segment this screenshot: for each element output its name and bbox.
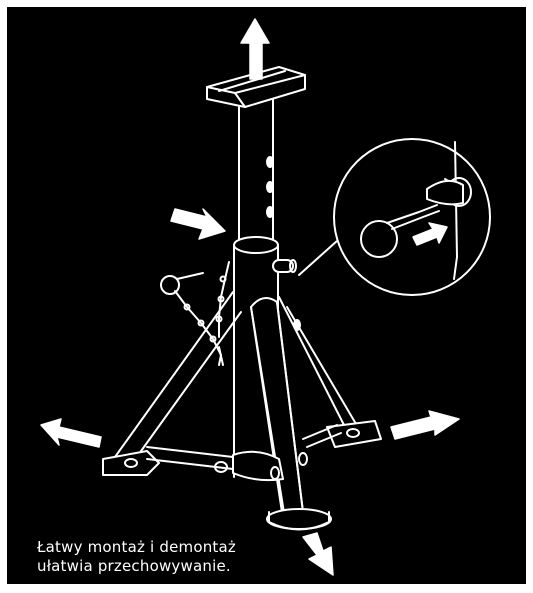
locking-pin bbox=[272, 259, 297, 273]
caption-line-2: ułatwia przechowywanie. bbox=[37, 557, 231, 575]
front-leg bbox=[250, 297, 332, 531]
detail-callout bbox=[298, 138, 491, 296]
arrow-right-icon bbox=[170, 208, 226, 240]
chain bbox=[160, 261, 230, 366]
right-leg bbox=[278, 296, 382, 448]
caption-line-1: Łatwy montaż i demontaż bbox=[37, 538, 236, 556]
inner-post bbox=[238, 98, 274, 248]
arrow-right-icon bbox=[390, 410, 460, 440]
jack-stand-illustration bbox=[40, 18, 491, 576]
arrow-down-icon bbox=[302, 532, 334, 576]
caption: Łatwy montaż i demontaż ułatwia przechow… bbox=[37, 538, 236, 576]
cross-braces bbox=[146, 424, 342, 482]
left-leg bbox=[102, 291, 242, 476]
illustration-frame: Łatwy montaż i demontaż ułatwia przechow… bbox=[7, 7, 526, 584]
arrow-up-icon bbox=[240, 18, 270, 80]
arrow-left-icon bbox=[40, 418, 102, 448]
arrow-right-icon bbox=[412, 222, 448, 246]
saddle bbox=[206, 66, 306, 108]
